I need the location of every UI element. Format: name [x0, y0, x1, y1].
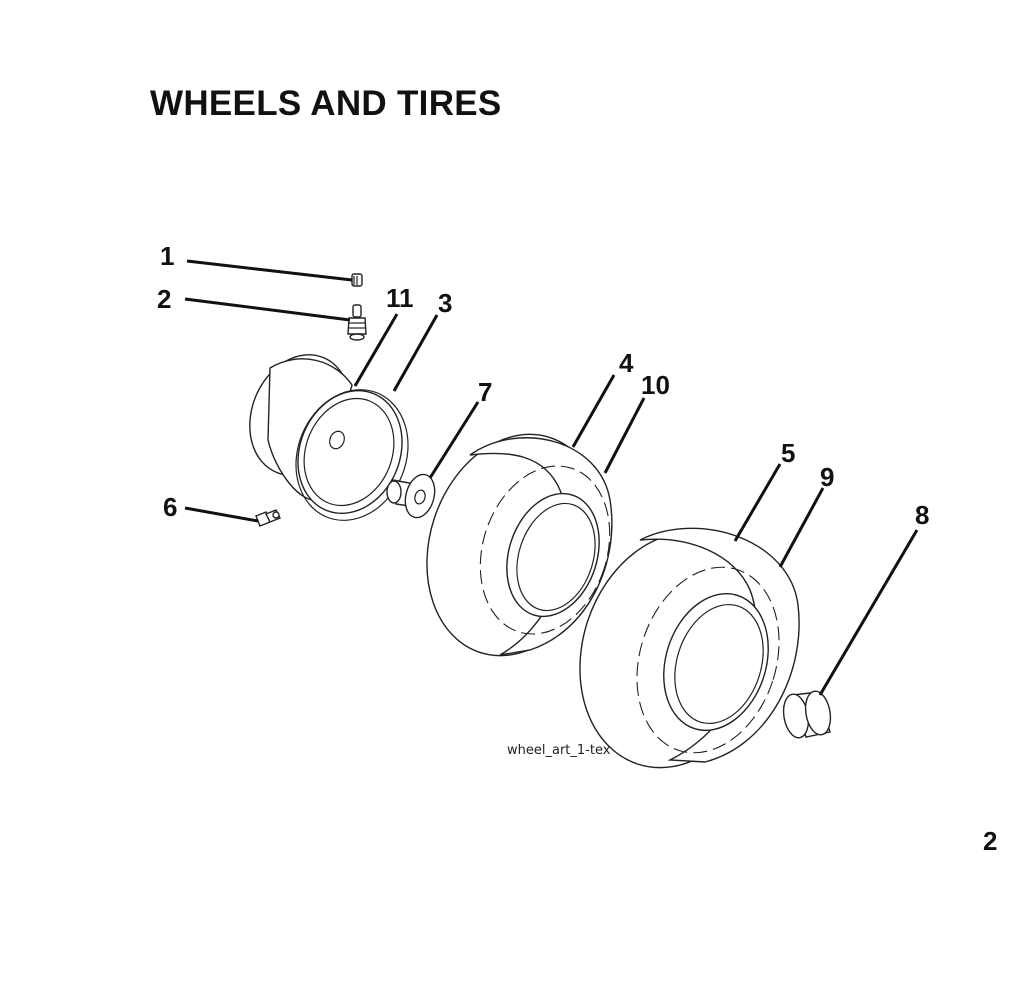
front-tire-part [426, 433, 613, 657]
valve-stem-part [347, 304, 367, 341]
leader-line-9 [778, 487, 825, 568]
valve-cap-part [351, 273, 363, 287]
page-number: 2 [983, 826, 998, 856]
callout-9: 9 [820, 462, 834, 492]
leader-line-5 [733, 463, 782, 542]
callout-7: 7 [478, 377, 492, 407]
callout-3: 3 [438, 288, 452, 318]
leader-line-3 [392, 314, 439, 392]
wheel-rim-part [249, 354, 403, 515]
callout-4: 4 [619, 348, 634, 378]
leader-line-10 [603, 397, 646, 474]
leader-line-7 [428, 401, 480, 479]
bead-ring-part [295, 389, 409, 521]
callout-2: 2 [157, 284, 171, 314]
callout-6: 6 [163, 492, 177, 522]
callout-8: 8 [915, 500, 929, 530]
callout-5: 5 [781, 438, 795, 468]
leader-line-1 [186, 259, 353, 282]
callout-numbers: 1 2 11 3 7 4 10 6 5 9 8 [157, 241, 929, 530]
leader-line-2 [184, 297, 351, 322]
leader-line-4 [571, 374, 616, 448]
leader-line-8 [818, 529, 919, 696]
bushing-part [386, 473, 436, 519]
figure-caption: wheel_art_1-tex [507, 743, 611, 758]
leader-lines [184, 259, 919, 696]
leader-line-6 [184, 506, 259, 523]
grease-fitting-part [255, 509, 281, 527]
callout-1: 1 [160, 241, 174, 271]
callout-10: 10 [641, 370, 670, 400]
leader-line-11 [353, 313, 399, 387]
hub-cap-part [782, 690, 832, 739]
callout-11: 11 [386, 283, 414, 313]
page-title: WHEELS AND TIRES [150, 84, 502, 123]
rear-tire-part [579, 527, 800, 769]
